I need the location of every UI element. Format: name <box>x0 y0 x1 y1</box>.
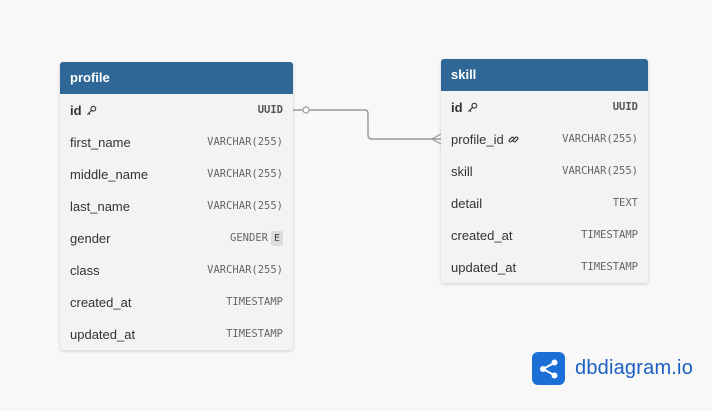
link-icon <box>508 134 519 145</box>
table-row-skill[interactable]: skill VARCHAR(255) <box>441 155 648 187</box>
table-row-created_at[interactable]: created_at TIMESTAMP <box>441 219 648 251</box>
table-row-last_name[interactable]: last_name VARCHAR(255) <box>60 190 293 222</box>
column-type: UUID <box>257 104 283 116</box>
table-row-gender[interactable]: gender GENDER E <box>60 222 293 254</box>
column-type: VARCHAR(255) <box>207 264 283 276</box>
column-name: created_at <box>451 227 513 243</box>
column-name: updated_at <box>451 259 517 275</box>
table-skill[interactable]: skill id UUID profile_id VARCHAR(255) sk… <box>441 59 648 283</box>
column-type: VARCHAR(255) <box>562 165 638 177</box>
column-type: VARCHAR(255) <box>207 136 283 148</box>
column-name: middle_name <box>70 166 149 182</box>
table-row-first_name[interactable]: first_name VARCHAR(255) <box>60 126 293 158</box>
relationship-line <box>293 109 441 140</box>
column-name: class <box>70 262 100 278</box>
column-type: GENDER <box>230 232 268 244</box>
table-row-updated_at[interactable]: updated_at TIMESTAMP <box>441 251 648 283</box>
column-type: VARCHAR(255) <box>207 168 283 180</box>
column-name: first_name <box>70 134 131 150</box>
table-header-profile[interactable]: profile <box>60 62 293 94</box>
table-row-detail[interactable]: detail TEXT <box>441 187 648 219</box>
table-row-id[interactable]: id UUID <box>60 94 293 126</box>
column-name: gender <box>70 230 111 246</box>
column-name: updated_at <box>70 326 136 342</box>
column-type: UUID <box>612 101 638 113</box>
column-name: last_name <box>70 198 130 214</box>
table-header-skill[interactable]: skill <box>441 59 648 91</box>
column-name: id <box>70 102 82 118</box>
column-type: VARCHAR(255) <box>207 200 283 212</box>
column-type: TIMESTAMP <box>581 229 638 241</box>
brand-name: dbdiagram.io <box>575 357 694 379</box>
brand-watermark[interactable]: dbdiagram.io <box>532 352 693 385</box>
key-icon <box>86 105 97 116</box>
relationship-many-end <box>431 133 442 145</box>
table-row-class[interactable]: class VARCHAR(255) <box>60 254 293 286</box>
share-icon <box>532 352 565 385</box>
table-row-id[interactable]: id UUID <box>441 91 648 123</box>
column-type: TEXT <box>612 197 638 209</box>
table-row-profile_id[interactable]: profile_id VARCHAR(255) <box>441 123 648 155</box>
column-type: TIMESTAMP <box>581 261 638 273</box>
key-icon <box>467 102 478 113</box>
table-row-middle_name[interactable]: middle_name VARCHAR(255) <box>60 158 293 190</box>
relationship-one-end <box>302 106 310 114</box>
table-profile[interactable]: profile id UUID first_name VARCHAR(255) … <box>60 62 293 350</box>
column-name: id <box>451 99 463 115</box>
column-name: detail <box>451 195 483 211</box>
column-type: TIMESTAMP <box>226 296 283 308</box>
column-type: TIMESTAMP <box>226 328 283 340</box>
table-row-created_at[interactable]: created_at TIMESTAMP <box>60 286 293 318</box>
column-name: profile_id <box>451 131 504 147</box>
column-name: skill <box>451 163 473 179</box>
table-row-updated_at[interactable]: updated_at TIMESTAMP <box>60 318 293 350</box>
column-type: VARCHAR(255) <box>562 133 638 145</box>
enum-badge[interactable]: E <box>270 230 283 246</box>
column-name: created_at <box>70 294 132 310</box>
